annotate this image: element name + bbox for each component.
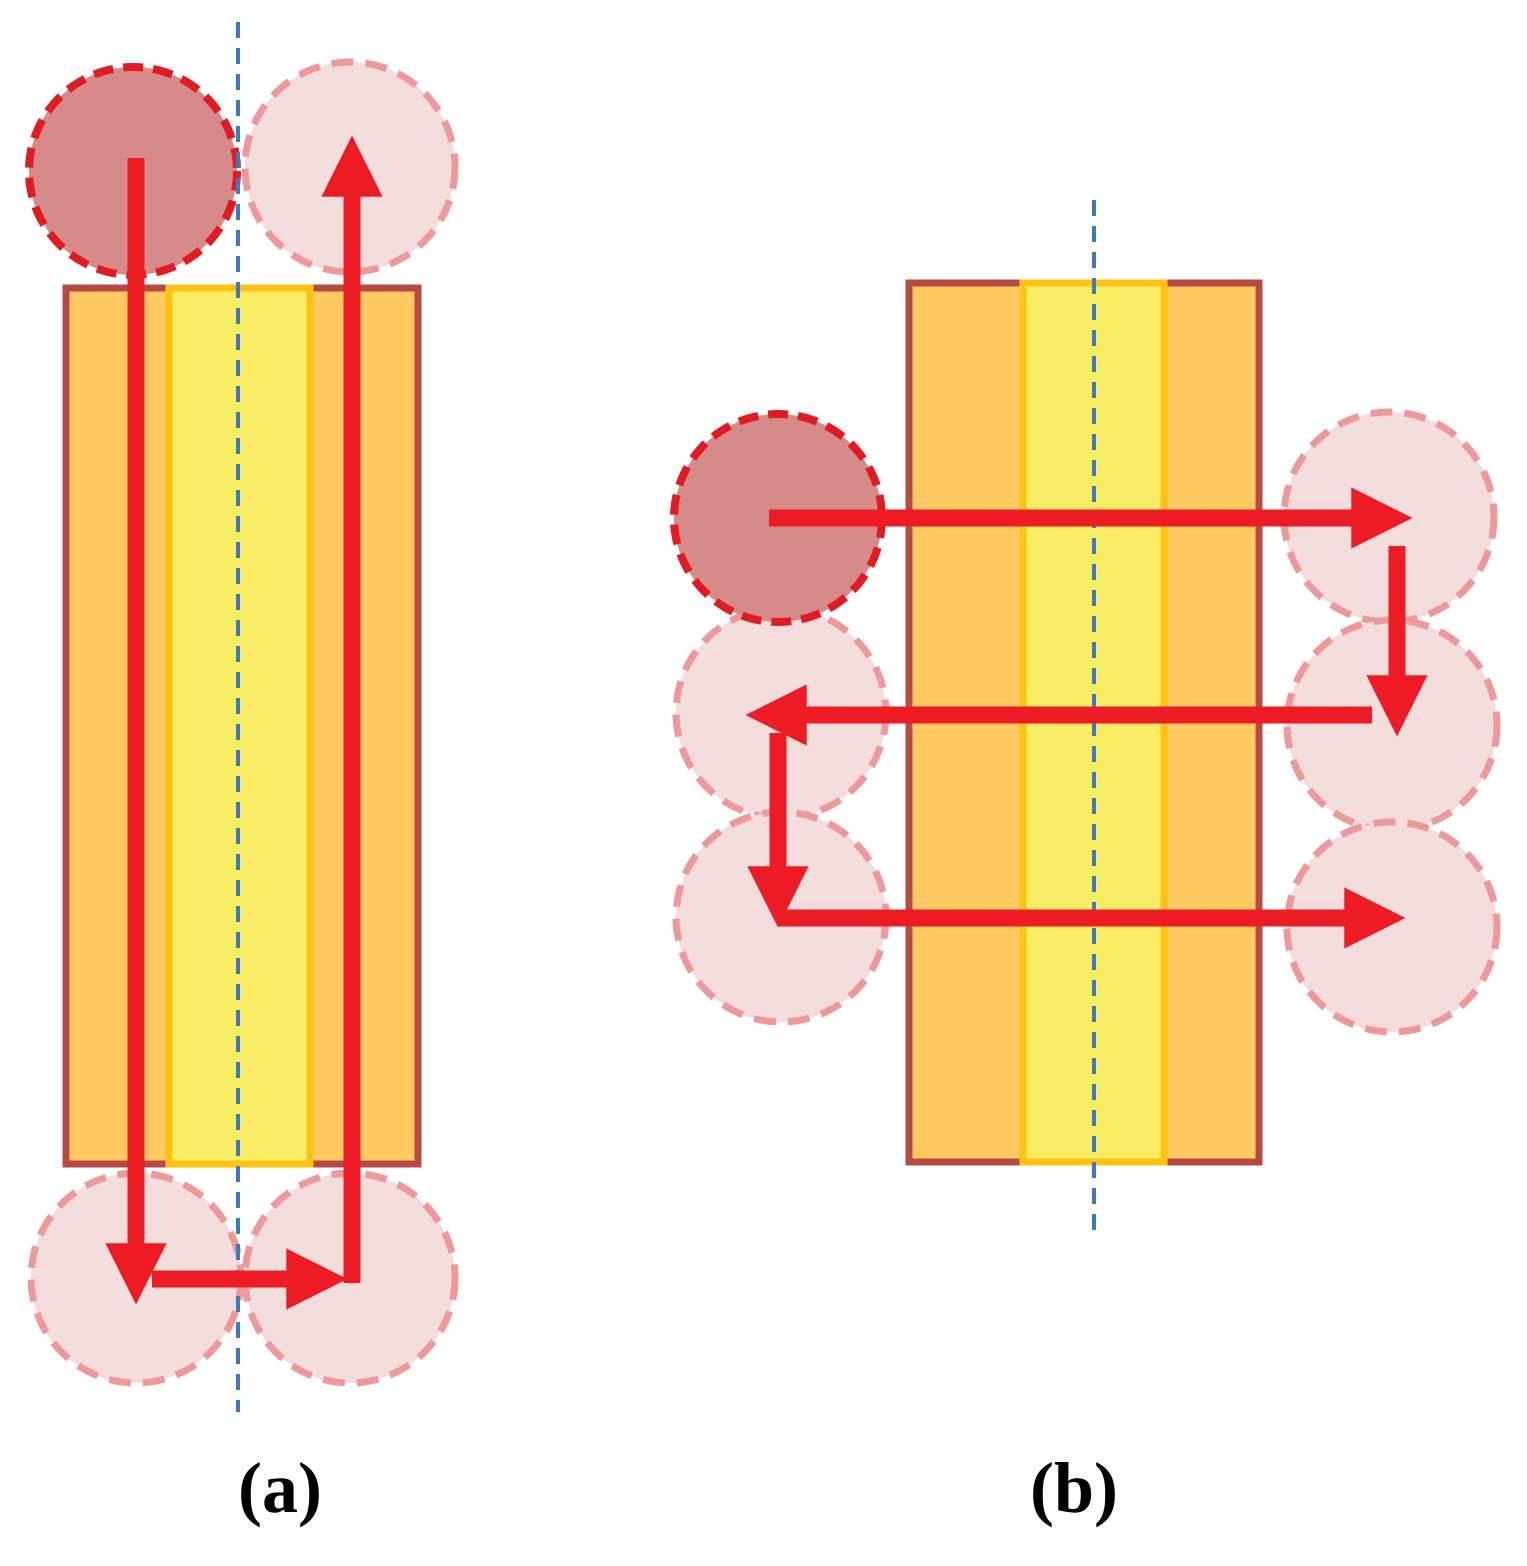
panel-a — [25, 22, 459, 1412]
ghost-circle-b-right-3 — [1283, 818, 1501, 1036]
panel-b — [670, 200, 1501, 1237]
panel-b-label: (b) — [1030, 1448, 1118, 1528]
panel-a-label: (a) — [238, 1448, 322, 1528]
